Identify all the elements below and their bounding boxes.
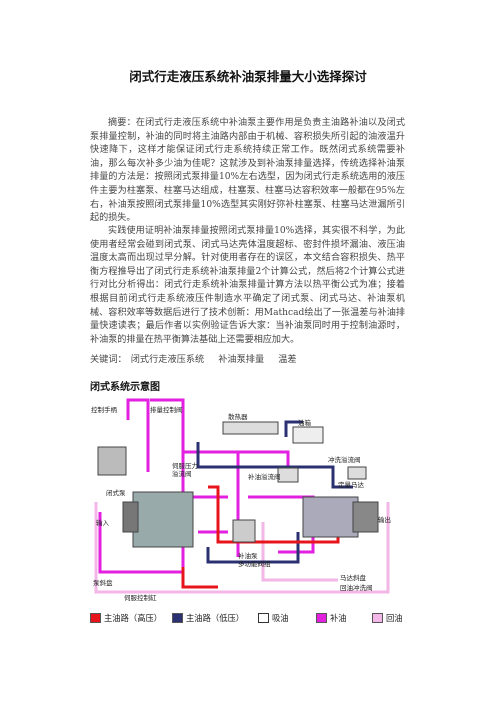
output-label: 输出 bbox=[378, 515, 391, 524]
flush-relief-valve-label: 冲洗溢流阀 bbox=[328, 455, 361, 464]
legend-item-charge: 补油 bbox=[316, 612, 347, 624]
legend-swatch bbox=[90, 613, 101, 623]
legend-label: 主油路（高压） bbox=[104, 613, 163, 623]
charge-pump-label: 补油泵 bbox=[238, 551, 258, 560]
legend-label: 补油 bbox=[330, 613, 347, 623]
legend-item-high-pressure: 主油路（高压） bbox=[90, 612, 162, 624]
keyword-item: 闭式行走液压系统 bbox=[130, 354, 205, 365]
multi-function-valve-label: 多功能阀组 bbox=[238, 559, 271, 568]
servo-cylinder-label: 伺服控制缸 bbox=[124, 593, 157, 602]
input-label: 输入 bbox=[96, 518, 110, 527]
legend-label: 吸油 bbox=[272, 613, 289, 623]
radiator-label: 散热器 bbox=[228, 412, 248, 421]
legend-item-low-pressure: 主油路（低压） bbox=[172, 612, 244, 624]
figure-heading: 闭式系统示意图 bbox=[90, 382, 160, 393]
legend-swatch bbox=[372, 613, 383, 623]
legend-label: 回油 bbox=[386, 613, 403, 623]
displacement-control-valve-label: 排量控制阀 bbox=[150, 405, 183, 414]
control-handle-label: 控制手柄 bbox=[91, 405, 118, 414]
oil-tank-label: 油箱 bbox=[298, 418, 312, 427]
diagram-legend: 主油路（高压） 主油路（低压） 吸油 补油 回油 bbox=[90, 612, 420, 626]
abstract-paragraph: 摘要：在闭式行走液压系统中补油泵主要作用是负责主油路补油以及闭式泵排量控制，补油… bbox=[90, 118, 405, 224]
motor-swashplate-label: 马达斜盘 bbox=[340, 573, 367, 582]
fixed-motor-label: 定量马达 bbox=[338, 480, 365, 489]
servo-relief-valve-label: 伺服压力 bbox=[172, 461, 198, 470]
keyword-item: 补油泵排量 bbox=[218, 354, 265, 365]
keywords-label: 关键词： bbox=[90, 354, 127, 365]
legend-swatch bbox=[316, 613, 327, 623]
legend-label: 主油路（低压） bbox=[186, 613, 245, 623]
legend-swatch bbox=[258, 613, 269, 623]
keywords-line: 关键词：闭式行走液压系统 补油泵排量 温差 bbox=[90, 351, 311, 365]
body-paragraph: 实践使用证明补油泵排量按照闭式泵排量10%选择，其实很不科学，为此使用者经常会碰… bbox=[90, 226, 405, 345]
closed-pump-label: 闭式泵 bbox=[106, 488, 126, 497]
legend-swatch bbox=[172, 613, 183, 623]
keyword-item: 温差 bbox=[278, 354, 297, 365]
legend-item-return: 回油 bbox=[372, 612, 403, 624]
document-title: 闭式行走液压系统补油泵排量大小选择探讨 bbox=[129, 69, 367, 84]
legend-item-suction: 吸油 bbox=[258, 612, 289, 624]
closed-system-diagram: 控制手柄 排量控制阀 散热器 油箱 伺服压力 溢流阀 补油溢流阀 冲洗溢流阀 闭… bbox=[88, 392, 408, 607]
charge-relief-valve-label: 补油溢流阀 bbox=[248, 472, 281, 481]
pump-swashplate-label: 泵斜盘 bbox=[93, 578, 113, 587]
loop-flush-valve-label: 回油冲洗阀 bbox=[340, 583, 373, 592]
servo-relief-valve-label-2: 溢流阀 bbox=[172, 469, 192, 478]
